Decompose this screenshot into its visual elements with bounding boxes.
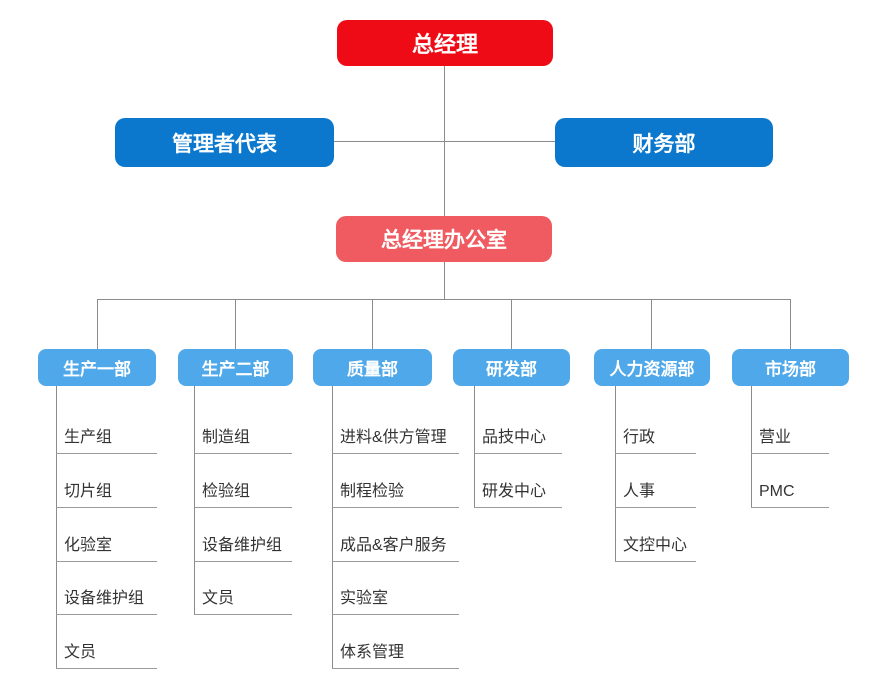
org-unit-label: 行政 — [623, 429, 656, 446]
org-unit-label: 体系管理 — [340, 644, 405, 661]
connector-drop-3 — [372, 299, 373, 349]
org-unit-label: 设备维护组 — [64, 590, 145, 607]
node-general-manager: 总经理 — [337, 20, 553, 66]
item-underline — [751, 453, 829, 454]
org-unit-label: 进料&供方管理 — [340, 429, 447, 446]
item-underline — [194, 614, 292, 615]
item-underline — [56, 561, 157, 562]
org-unit-label: 文控中心 — [623, 537, 688, 554]
connector-office-down — [444, 262, 445, 299]
org-unit-label: PMC — [759, 483, 795, 500]
spine-production-1 — [56, 386, 57, 668]
spine-marketing — [751, 386, 752, 507]
org-unit-label: 文员 — [64, 644, 97, 661]
org-unit-label: 实验室 — [340, 590, 389, 607]
connector-drop-6 — [790, 299, 791, 349]
item-underline — [194, 561, 292, 562]
org-unit-label: 品技中心 — [482, 429, 547, 446]
connector-drop-4 — [511, 299, 512, 349]
connector-drop-5 — [651, 299, 652, 349]
connector-drop-1 — [97, 299, 98, 349]
connector-drop-2 — [235, 299, 236, 349]
item-underline — [56, 507, 157, 508]
item-underline — [194, 507, 292, 508]
item-underline — [332, 614, 459, 615]
node-finance-dept: 财务部 — [555, 118, 773, 167]
org-unit-label: 切片组 — [64, 483, 113, 500]
node-quality-dept: 质量部 — [313, 349, 432, 386]
org-unit-label: 制造组 — [202, 429, 251, 446]
item-underline — [332, 453, 459, 454]
item-underline — [615, 453, 696, 454]
org-unit-label: 营业 — [759, 429, 792, 446]
node-production-dept-1: 生产一部 — [38, 349, 156, 386]
item-underline — [56, 453, 157, 454]
org-unit-label: 生产组 — [64, 429, 113, 446]
spine-production-2 — [194, 386, 195, 614]
item-underline — [332, 507, 459, 508]
item-underline — [56, 668, 157, 669]
spine-hr — [615, 386, 616, 561]
org-unit-label: 设备维护组 — [202, 537, 283, 554]
node-gm-office: 总经理办公室 — [336, 216, 552, 262]
item-underline — [332, 561, 459, 562]
item-underline — [474, 453, 562, 454]
node-marketing-dept: 市场部 — [732, 349, 849, 386]
node-rd-dept: 研发部 — [453, 349, 570, 386]
connector-distribution — [97, 299, 791, 300]
org-unit-label: 研发中心 — [482, 483, 547, 500]
node-hr-dept: 人力资源部 — [594, 349, 710, 386]
item-underline — [56, 614, 157, 615]
node-management-representative: 管理者代表 — [115, 118, 334, 167]
org-unit-label: 文员 — [202, 590, 235, 607]
connector-level2-horizontal — [334, 141, 555, 142]
spine-rd — [474, 386, 475, 507]
item-underline — [615, 507, 696, 508]
item-underline — [194, 453, 292, 454]
node-production-dept-2: 生产二部 — [178, 349, 293, 386]
spine-quality — [332, 386, 333, 668]
org-unit-label: 人事 — [623, 483, 656, 500]
org-unit-label: 制程检验 — [340, 483, 405, 500]
item-underline — [615, 561, 696, 562]
item-underline — [474, 507, 562, 508]
org-unit-label: 成品&客户服务 — [340, 537, 447, 554]
item-underline — [332, 668, 459, 669]
item-underline — [751, 507, 829, 508]
org-unit-label: 化验室 — [64, 537, 113, 554]
org-unit-label: 检验组 — [202, 483, 251, 500]
